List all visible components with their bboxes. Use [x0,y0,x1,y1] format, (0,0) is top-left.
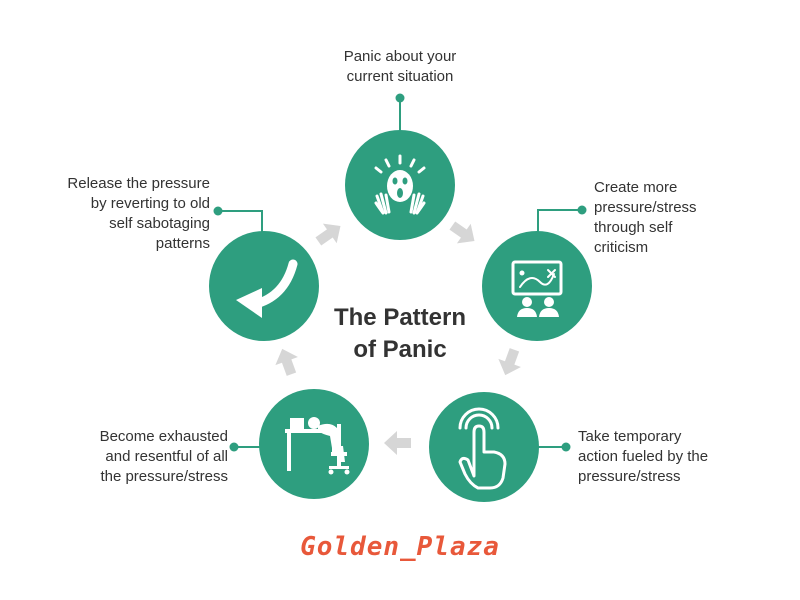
connector-line-5 [218,210,263,232]
cycle-arrow-3 [384,431,411,455]
cycle-arrow-1 [449,221,475,244]
step-label-3: Take temporary action fueled by the pres… [578,428,709,485]
screaming-face-icon [374,154,426,215]
step-circle-2 [482,231,592,341]
step-label-2: Create more pressure/stress through self… [594,179,697,256]
diagram-title: The Pattern of Panic [333,304,467,363]
step-label-4: Become exhausted and resentful of all th… [99,428,228,485]
step-label-1: Panic about your current situation [343,48,457,85]
connector-dot-5 [213,206,223,216]
connector-dot-2 [577,205,587,215]
board-meeting-icon [511,260,563,317]
connector-dot-3 [561,442,571,452]
cycle-arrow-4 [275,348,298,376]
cycle-arrow-5 [315,223,341,246]
connector-line-2 [537,209,582,232]
step-circle-5 [209,231,319,341]
watermark: Golden_Plaza [300,532,500,562]
step-circle-4 [259,389,369,499]
tap-hand-icon [458,407,507,490]
cycle-arrow-2 [498,348,521,376]
connector-dot-1 [395,93,405,103]
exhausted-worker-icon [285,417,350,475]
step-label-5: Release the pressure by reverting to old… [67,175,210,252]
connector-dot-4 [229,442,239,452]
curved-arrow-icon [236,259,298,318]
